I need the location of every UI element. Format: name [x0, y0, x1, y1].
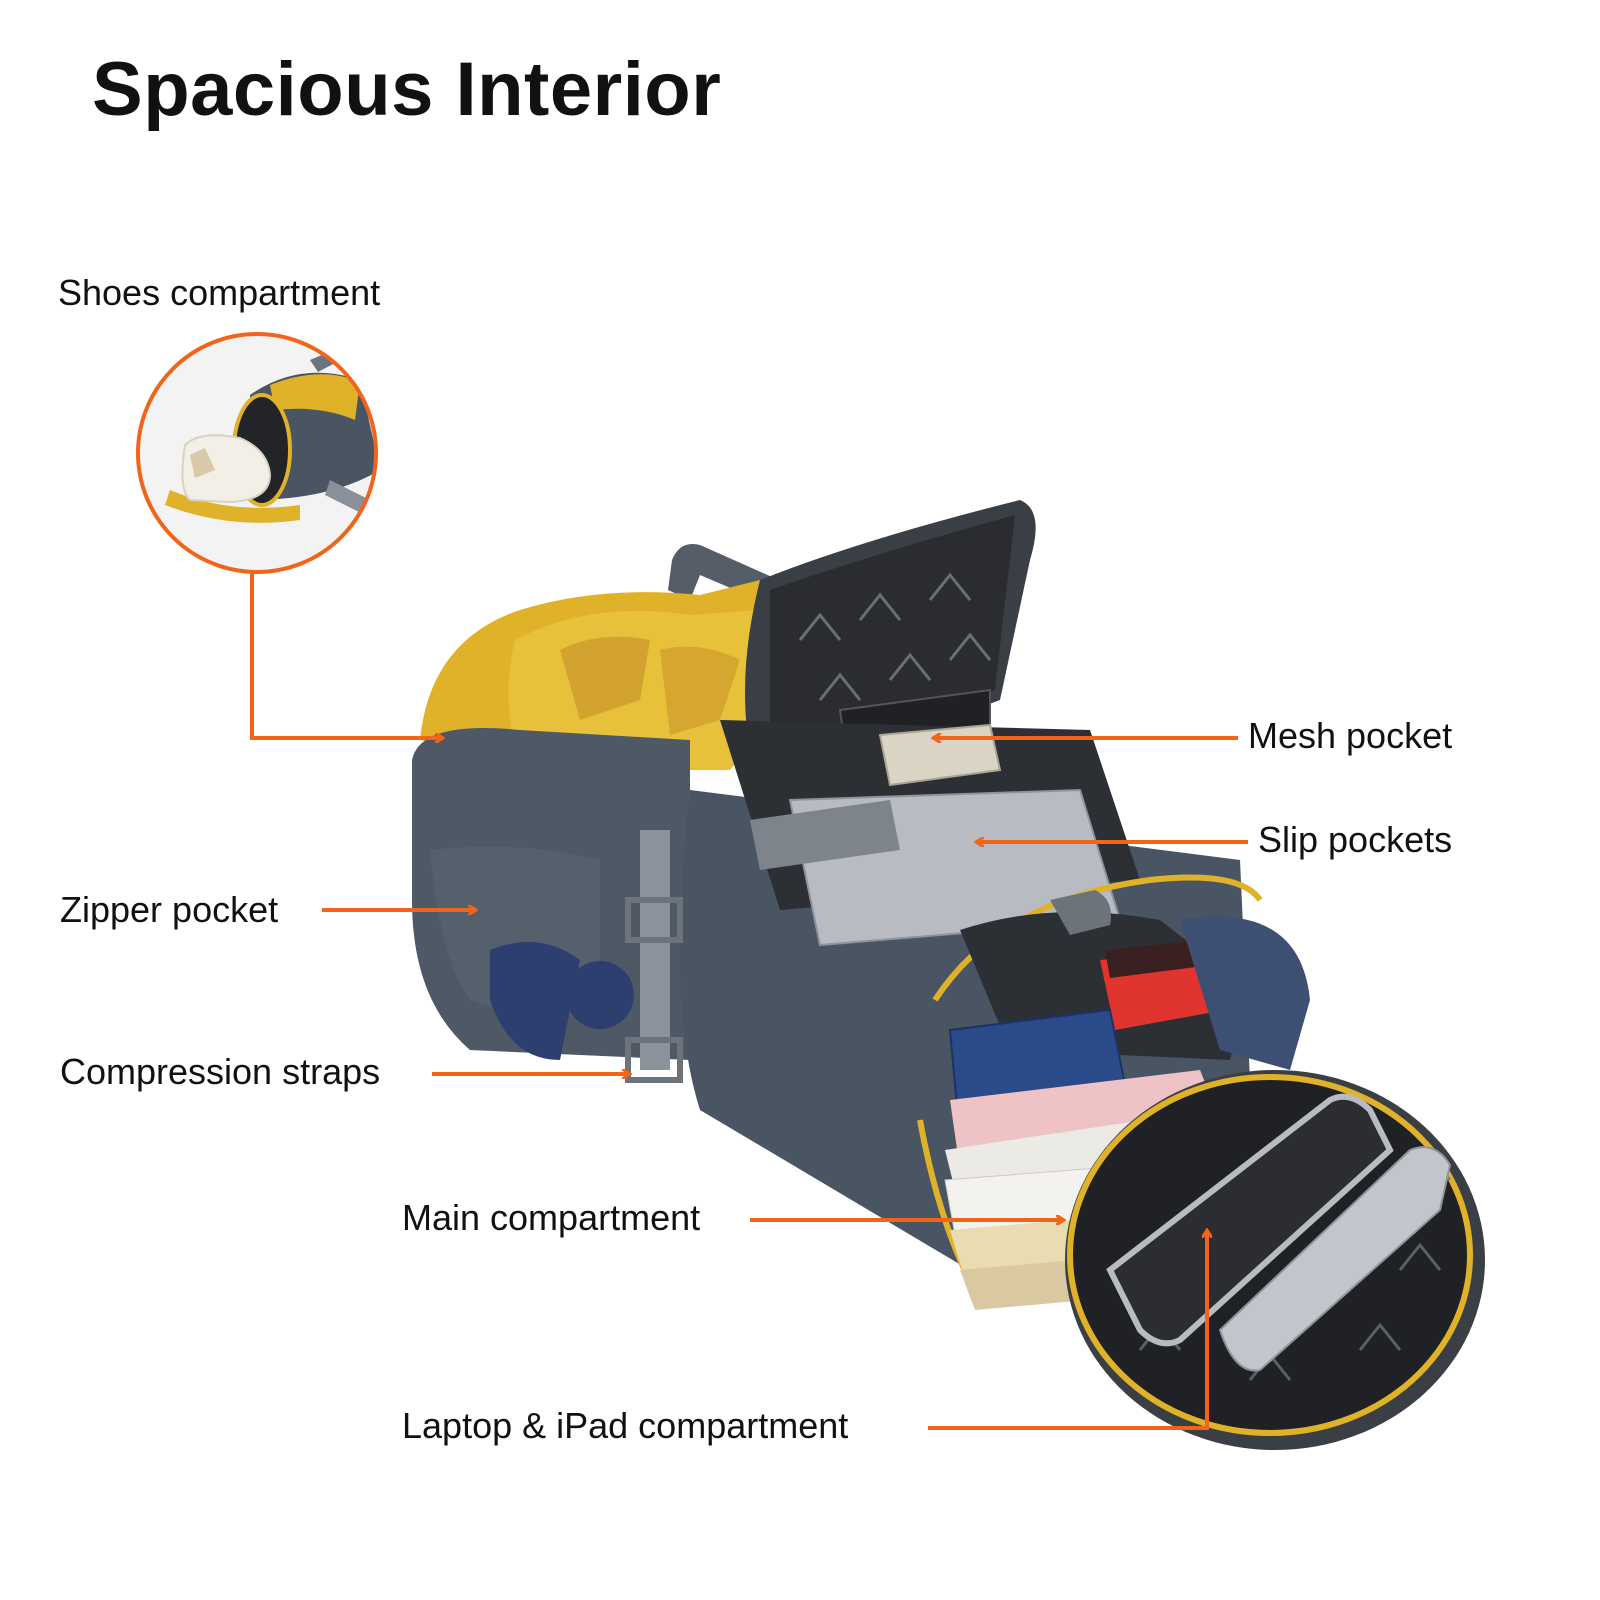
shoes-compartment-inset: [136, 332, 378, 574]
label-zipper-pocket: Zipper pocket: [60, 889, 279, 930]
label-shoes-compartment: Shoes compartment: [58, 272, 381, 313]
backpack: [412, 500, 1485, 1450]
label-slip-pockets: Slip pockets: [1258, 819, 1453, 860]
label-laptop-ipad-compartment: Laptop & iPad compartment: [402, 1405, 849, 1446]
label-mesh-pocket: Mesh pocket: [1248, 715, 1453, 756]
label-compression-straps: Compression straps: [60, 1051, 381, 1092]
leader-laptop: [928, 1232, 1207, 1430]
page-title: Spacious Interior: [92, 47, 722, 132]
inset-ring: [136, 332, 378, 574]
label-main-compartment: Main compartment: [402, 1197, 701, 1238]
leader-shoes: [250, 572, 441, 738]
